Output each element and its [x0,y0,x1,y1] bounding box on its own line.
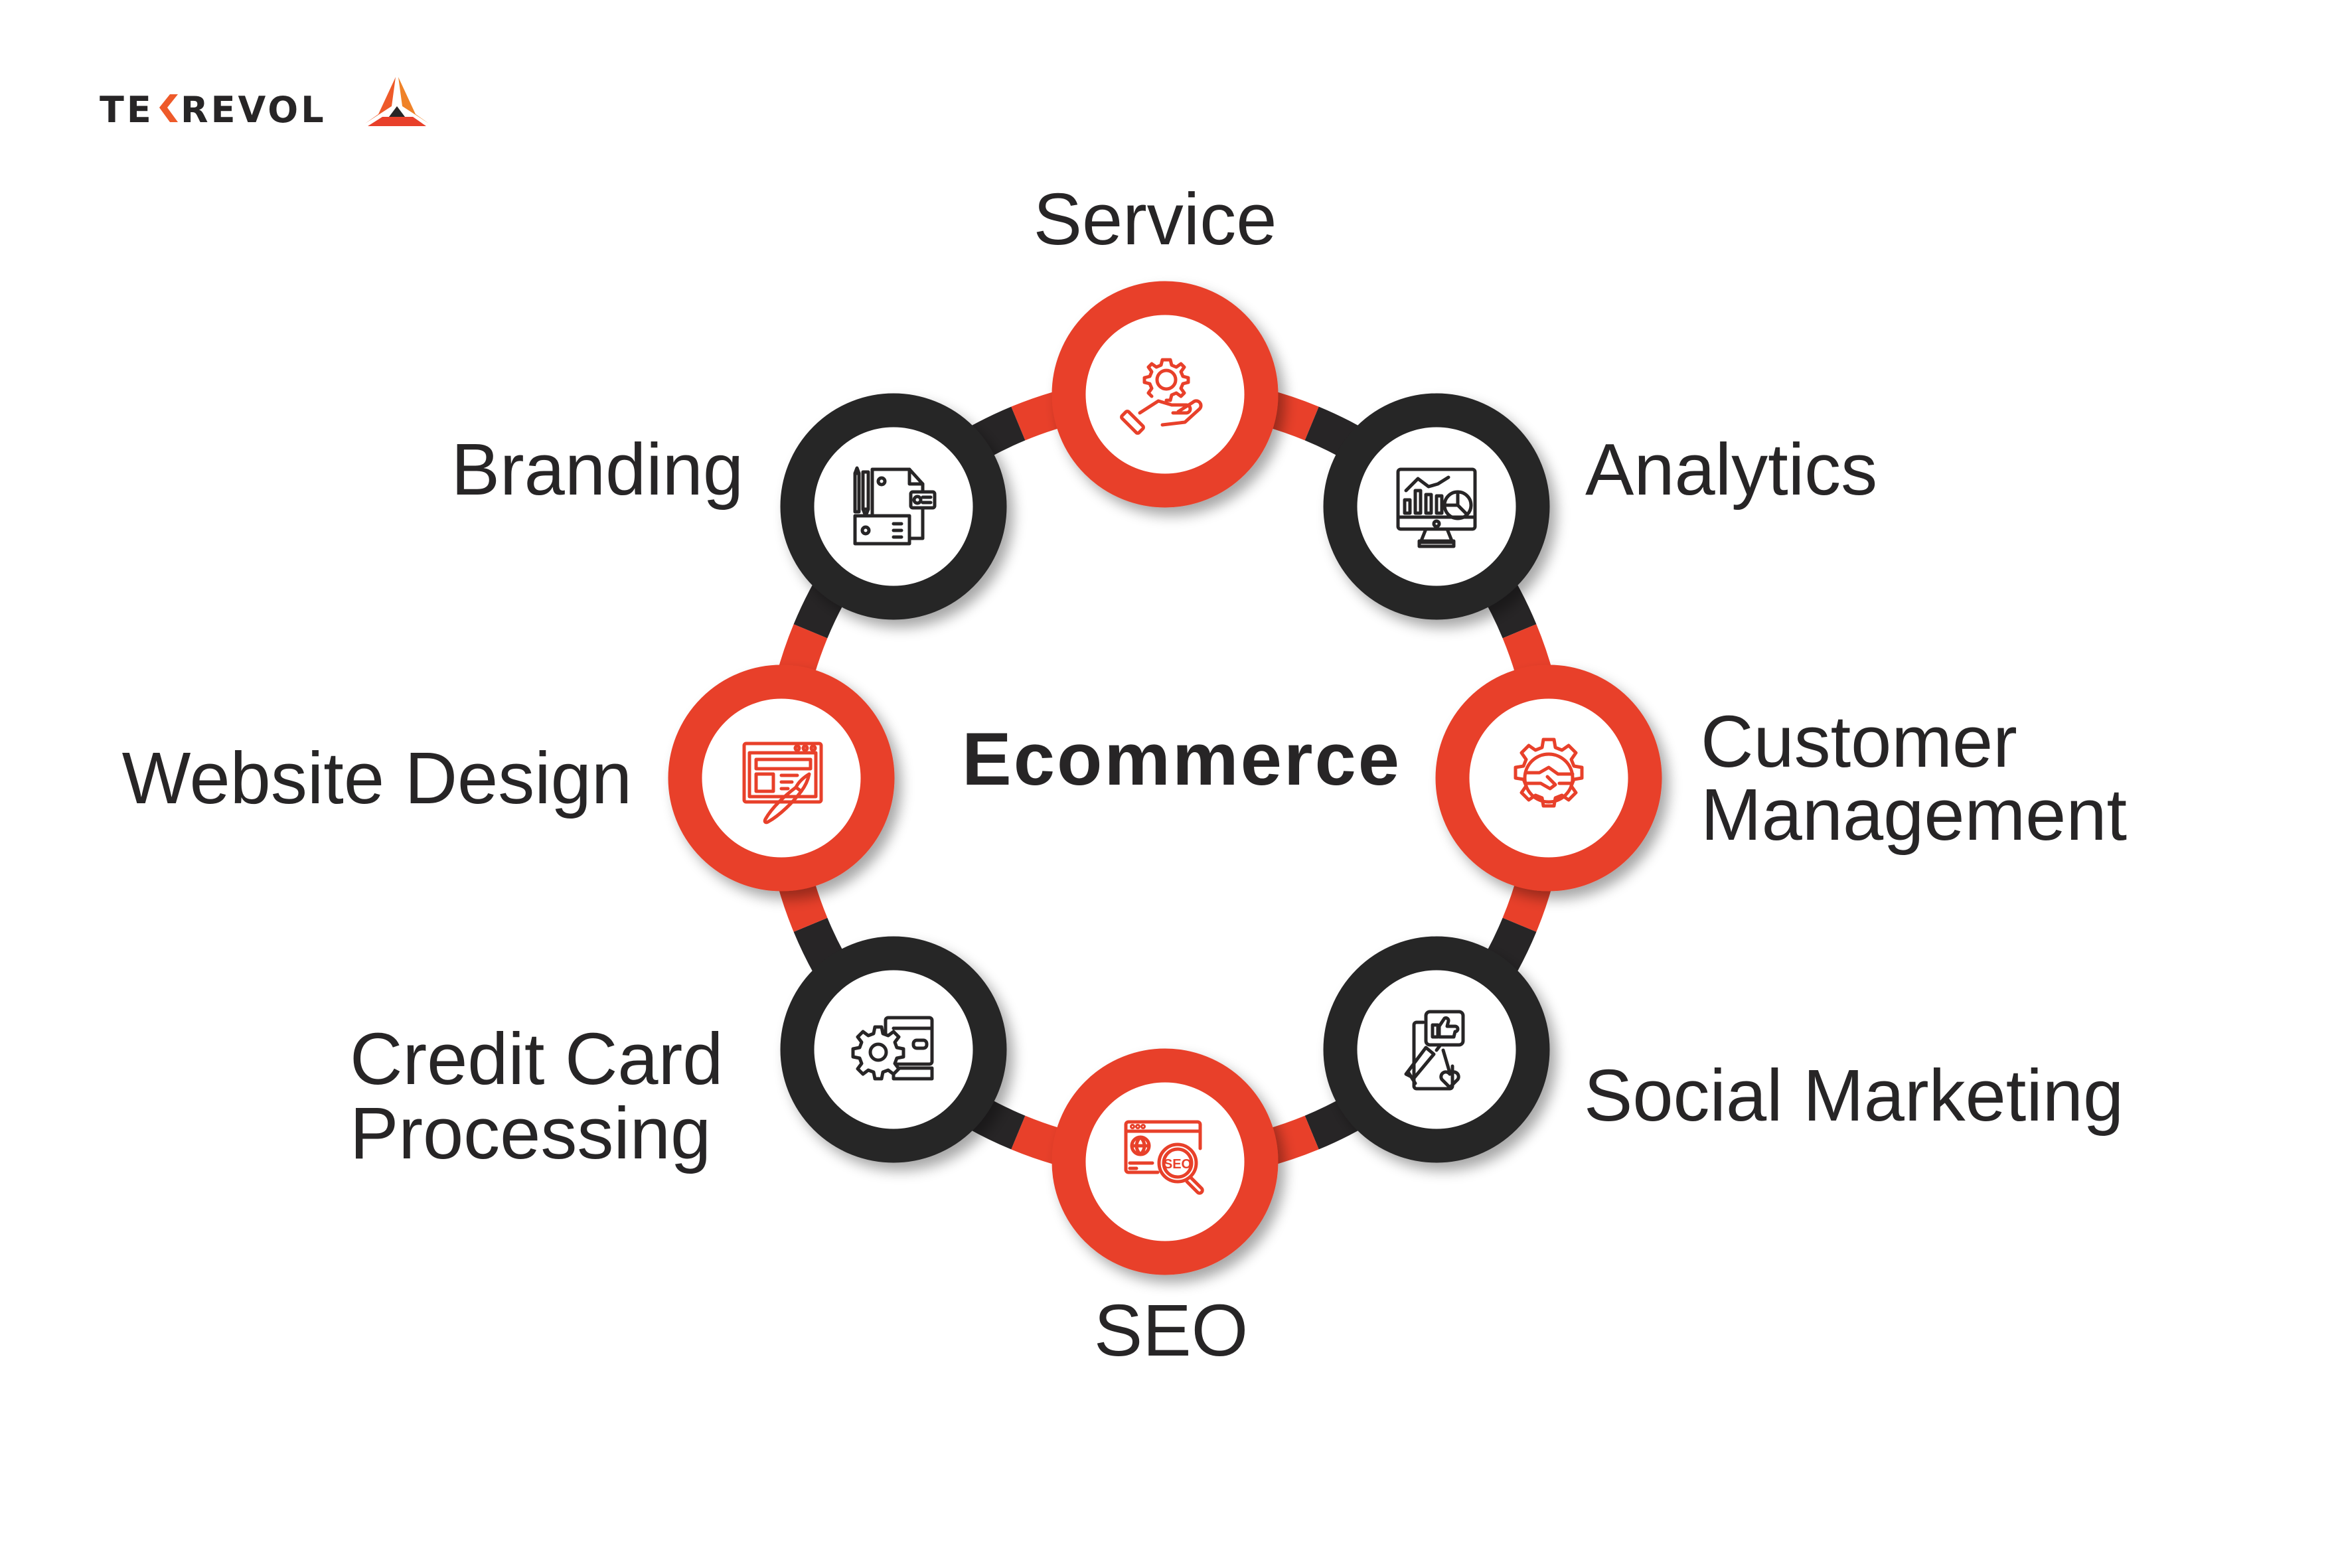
label-customer-management-line1: Customer [1701,701,2017,783]
node-social-marketing[interactable] [1323,936,1550,1163]
label-seo: SEO [1094,1290,1248,1372]
label-credit-card-line2: Processing [350,1093,711,1174]
svg-text:SEO: SEO [1164,1157,1192,1172]
node-credit-card-processing[interactable] [780,936,1007,1163]
social-megaphone-icon [1404,1010,1465,1091]
tekrevol-logo[interactable]: TE REVOL [100,77,429,131]
web-design-brush-icon [742,742,823,824]
logo-text-right: REVOL [181,89,327,131]
node-seo[interactable]: SEO [1051,1048,1279,1275]
center-title: Ecommerce [962,718,1401,801]
label-service: Service [1034,179,1277,260]
handshake-gear-icon [1514,738,1584,808]
label-social-marketing: Social Marketing [1584,1055,2124,1137]
node-website-design[interactable] [668,665,895,892]
seo-search-icon: SEO [1124,1120,1204,1195]
branding-stationery-icon [853,466,937,546]
node-service[interactable] [1051,281,1279,508]
label-credit-card-line1: Credit Card [350,1018,723,1100]
node-branding[interactable] [780,393,1007,620]
card-gear-icon [851,1016,934,1081]
logo-text-left: TE [100,89,154,131]
hand-gear-icon [1120,358,1203,435]
node-customer-management[interactable] [1435,665,1662,892]
monitor-analytics-icon [1396,467,1477,548]
logo-chevron-icon [159,94,178,122]
label-customer-management-line2: Management [1701,774,2127,856]
logo-triangle-icon [365,77,429,126]
node-analytics[interactable] [1323,393,1550,620]
label-branding: Branding [451,429,743,510]
label-analytics: Analytics [1585,429,1877,510]
label-website-design: Website Design [122,738,632,819]
